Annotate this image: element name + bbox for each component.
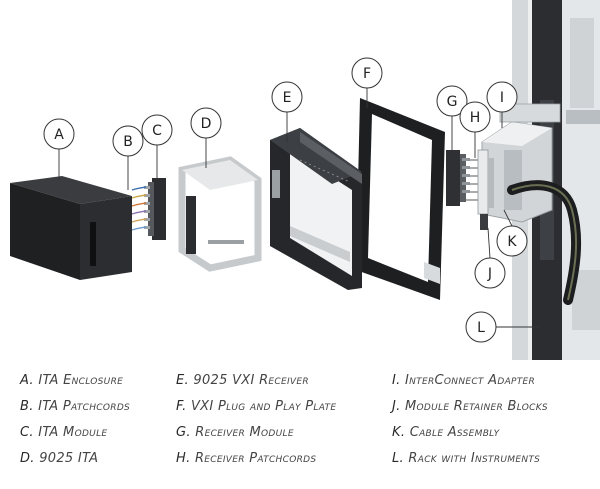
svg-text:L: L [477, 320, 485, 336]
callout-g: G [436, 85, 468, 117]
receiver-module [446, 150, 470, 206]
legend-item-d: D. 9025 ITA [20, 451, 99, 466]
callout-k: K [496, 225, 528, 257]
svg-text:H: H [470, 110, 481, 126]
legend-item-a: A. ITA Enclosure [20, 373, 124, 388]
svg-text:A: A [54, 127, 64, 143]
legend-item-i: I. InterConnect Adapter [392, 373, 536, 388]
ita-frame [178, 156, 262, 272]
callout-j: J [474, 257, 506, 289]
legend-item-h: H. Receiver Patchcords [176, 451, 317, 466]
svg-text:G: G [447, 94, 458, 110]
callout-b: B [112, 125, 144, 157]
svg-text:F: F [363, 66, 371, 82]
callout-l: L [465, 311, 497, 343]
legend-item-f: F. VXI Plug and Play Plate [176, 399, 337, 414]
svg-text:D: D [201, 116, 212, 132]
legend-item-l: L. Rack with Instruments [392, 451, 541, 466]
legend-column-3: I. InterConnect Adapter J. Module Retain… [392, 368, 548, 472]
svg-text:J: J [487, 266, 492, 282]
ita-module [144, 178, 166, 240]
callout-f: F [351, 57, 383, 89]
vxi-receiver [270, 128, 362, 290]
legend-column-1: A. ITA Enclosure B. ITA Patchcords C. IT… [20, 368, 130, 472]
callout-e: E [271, 81, 303, 113]
svg-text:E: E [283, 90, 292, 106]
legend-item-g: G. Receiver Module [176, 425, 294, 440]
legend-item-c: C. ITA Module [20, 425, 108, 440]
exploded-assembly-diagram: A B C D E F G H I J K L [10, 0, 600, 360]
module-retainer-blocks [477, 149, 494, 230]
svg-text:K: K [507, 234, 517, 250]
legend-item-k: K. Cable Assembly [392, 425, 500, 440]
svg-text:B: B [123, 134, 133, 150]
callout-i: I [486, 81, 518, 113]
callout-d: D [190, 107, 222, 139]
parts-legend: A. ITA Enclosure B. ITA Patchcords C. IT… [0, 368, 600, 489]
legend-item-b: B. ITA Patchcords [20, 399, 131, 414]
callout-a: A [43, 118, 75, 150]
svg-text:I: I [500, 90, 504, 106]
ita-enclosure [10, 176, 132, 280]
legend-item-e: E. 9025 VXI Receiver [176, 373, 309, 388]
vxi-plug-and-play-plate [356, 98, 445, 300]
callout-h: H [459, 101, 491, 133]
ita-patchcords [131, 186, 147, 231]
leader-lines [58, 88, 540, 328]
svg-text:C: C [152, 123, 162, 139]
legend-column-2: E. 9025 VXI Receiver F. VXI Plug and Pla… [176, 368, 336, 472]
interconnect-adapter [481, 103, 561, 223]
legend-item-j: J. Module Retainer Blocks [392, 399, 548, 414]
callout-c: C [141, 114, 173, 146]
